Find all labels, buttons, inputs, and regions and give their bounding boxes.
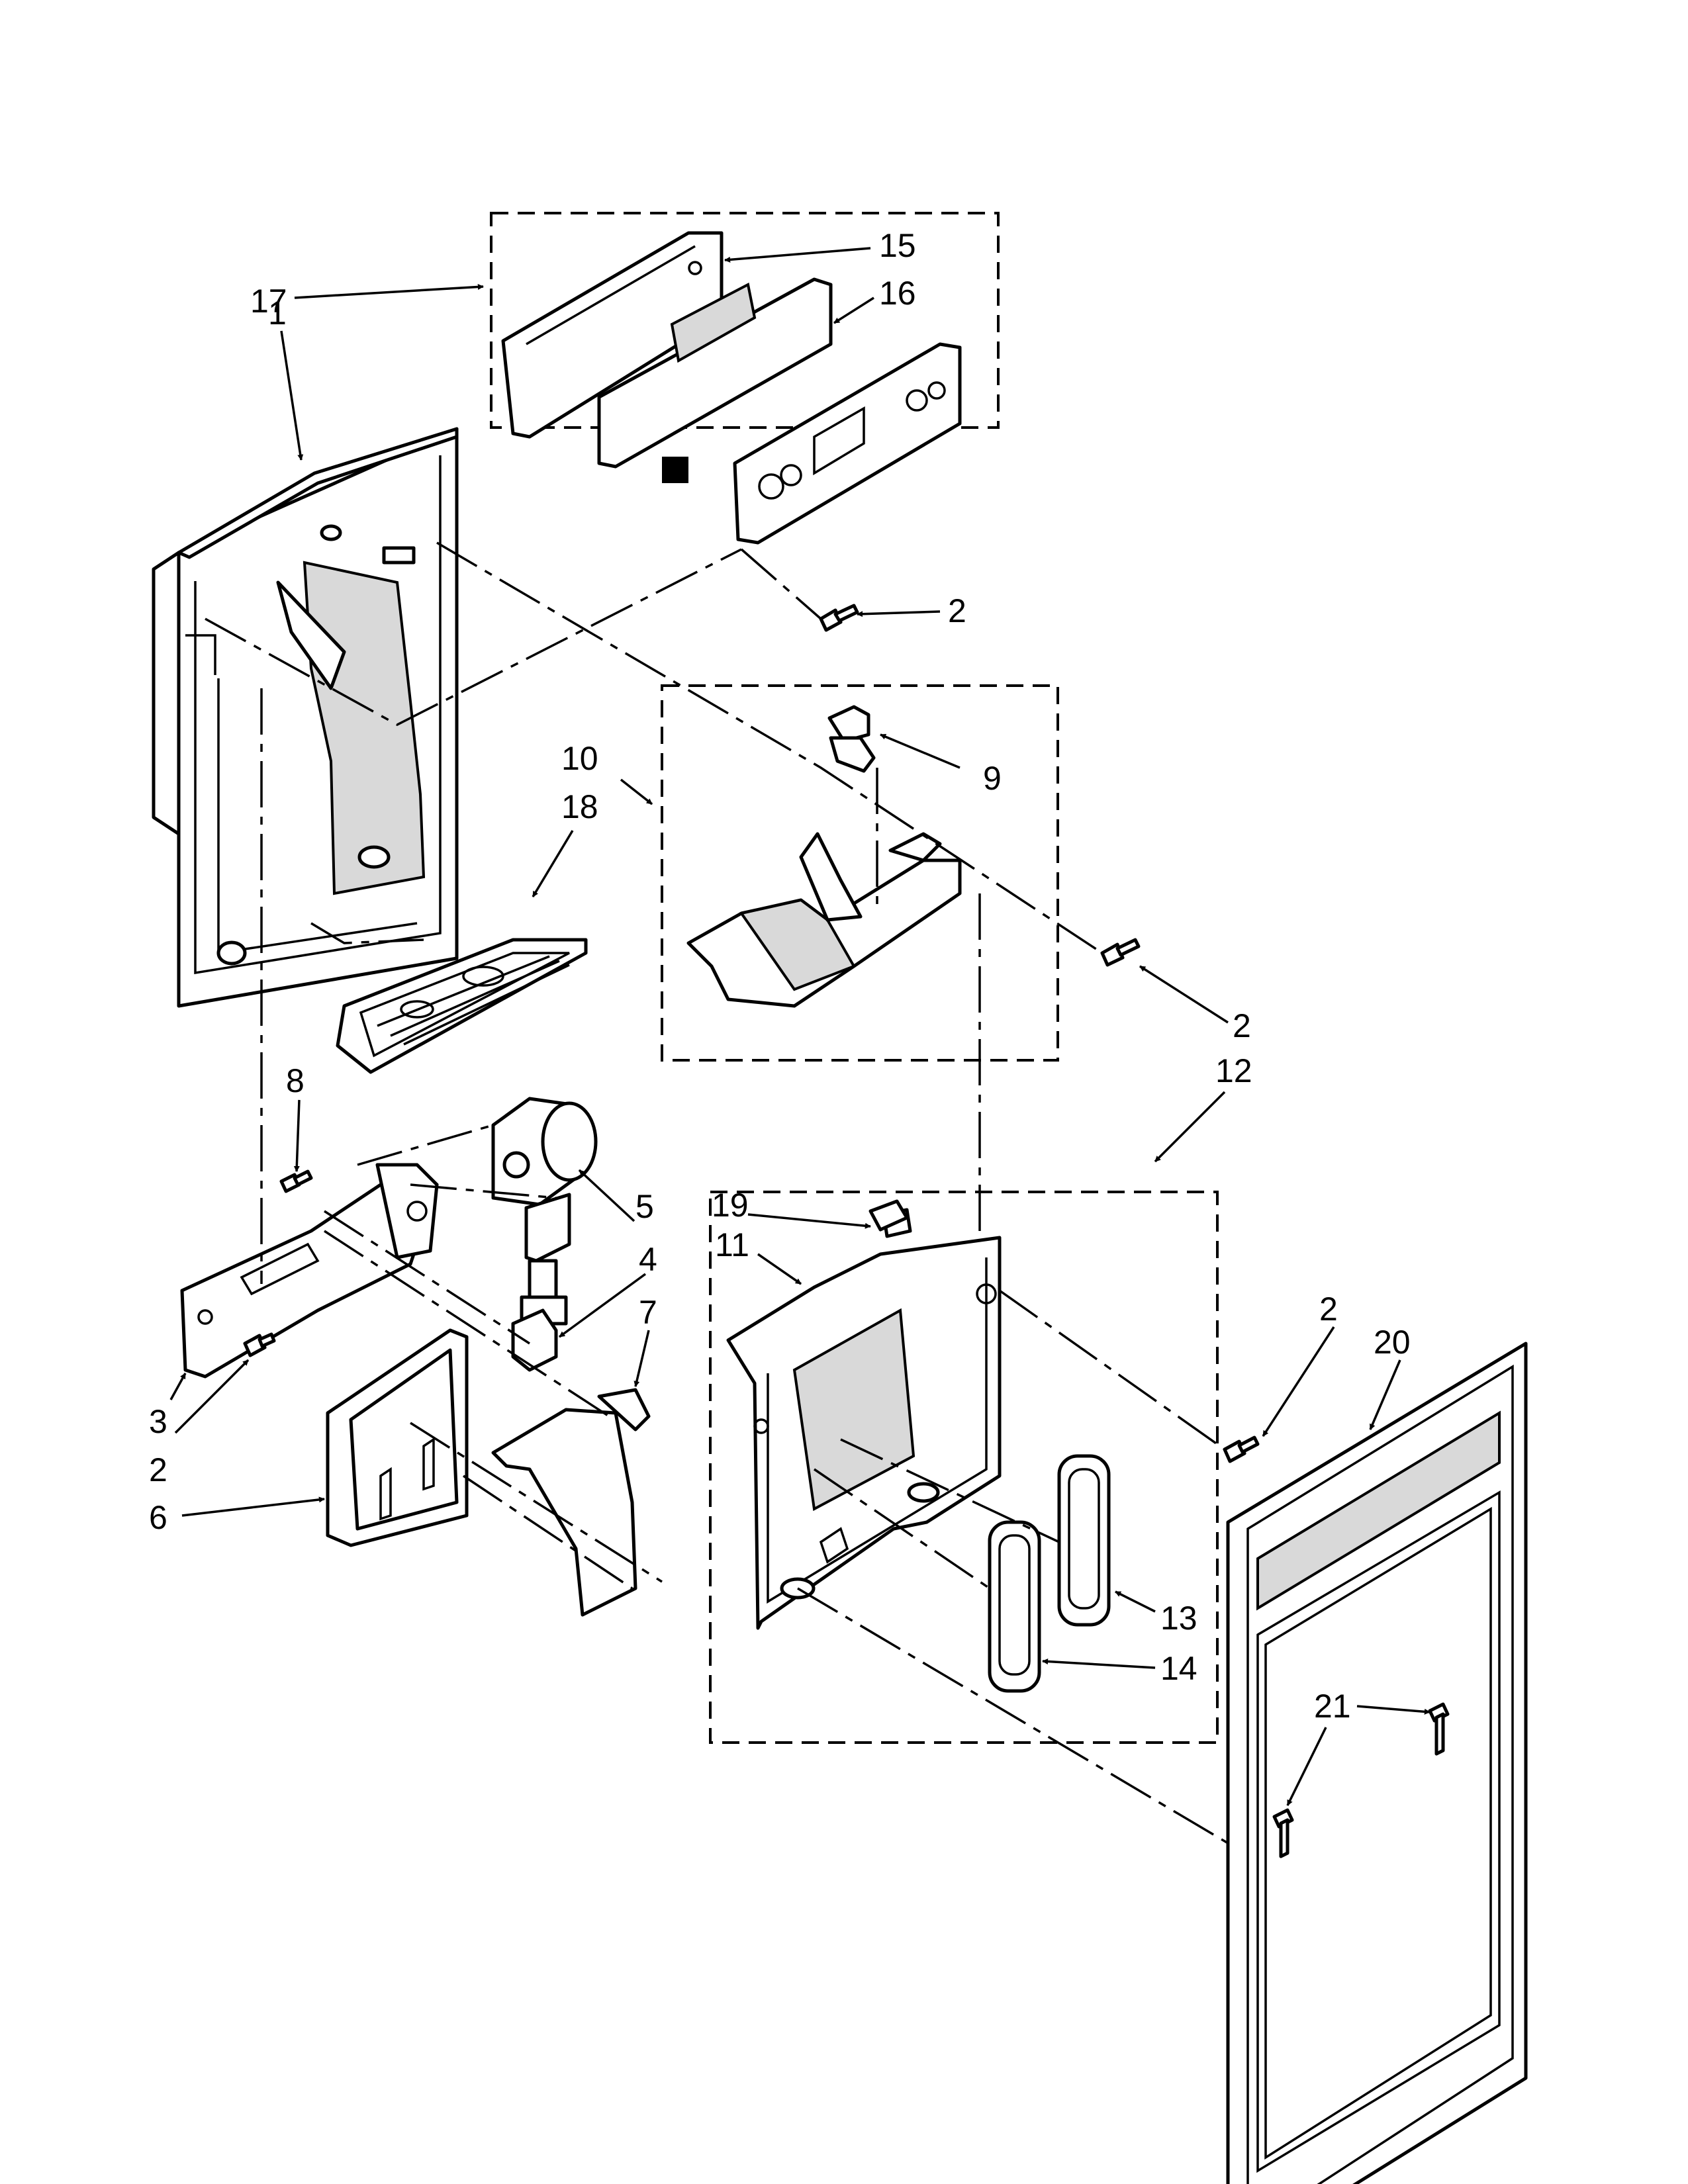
callout-9: 9 (983, 760, 1002, 797)
dispenser-frame-part (726, 1208, 1002, 1630)
callout-14: 14 (1160, 1650, 1197, 1687)
callout-2-right: 2 (1319, 1291, 1338, 1328)
callout-7: 7 (639, 1294, 657, 1331)
callout-2-middle: 2 (1233, 1007, 1251, 1044)
bracket-part (180, 1163, 439, 1379)
arm-part (491, 1388, 651, 1617)
drip-tray-part (336, 938, 588, 1074)
assembly-box-10 (661, 684, 1059, 1062)
switch-19 (868, 1199, 909, 1232)
motor-part (491, 1097, 598, 1326)
callout-3: 3 (149, 1403, 167, 1440)
callout-6: 6 (149, 1499, 167, 1536)
button-13-part (1057, 1454, 1111, 1627)
callout-labels: 17 1 15 16 2 10 18 9 2 12 8 5 19 11 4 7 … (149, 227, 1411, 1725)
screw-21-right (1428, 1702, 1450, 1756)
screw-2-middle (1100, 938, 1141, 967)
callout-2-top: 2 (948, 592, 966, 629)
callout-8: 8 (286, 1062, 305, 1099)
actuator-part (511, 1308, 558, 1372)
callout-4: 4 (639, 1241, 657, 1278)
callout-18: 18 (561, 788, 598, 825)
dispenser-housing-part (152, 427, 459, 1008)
callout-2-left: 2 (149, 1451, 167, 1488)
ice-chute-assembly (686, 705, 962, 1008)
callout-13: 13 (1160, 1600, 1197, 1637)
alignment-lines (205, 541, 1229, 1844)
callout-19: 19 (712, 1187, 749, 1224)
front-panel-part (1226, 1342, 1528, 2184)
callout-10: 10 (561, 740, 598, 777)
callout-17: 17 (250, 283, 287, 320)
assembly-box-17 (490, 212, 1000, 429)
leader-lines (169, 247, 1430, 1806)
screw-2-top (819, 604, 859, 632)
callout-20: 20 (1374, 1324, 1411, 1361)
callout-21: 21 (1314, 1688, 1351, 1725)
callout-12: 12 (1215, 1052, 1252, 1089)
screw-2-right (1223, 1435, 1260, 1463)
button-14-part (988, 1520, 1041, 1693)
callout-11: 11 (715, 1226, 749, 1263)
control-board-assembly (501, 231, 962, 545)
paddle-cover-part (326, 1328, 469, 1547)
screw-21-left (1272, 1808, 1294, 1858)
screw-8 (279, 1169, 313, 1193)
callout-15: 15 (879, 227, 916, 264)
screw-2-left (243, 1332, 276, 1357)
callout-5: 5 (635, 1188, 654, 1225)
assembly-box-12 (709, 1191, 1219, 1744)
callout-1: 1 (268, 295, 287, 332)
callout-16: 16 (879, 275, 916, 312)
